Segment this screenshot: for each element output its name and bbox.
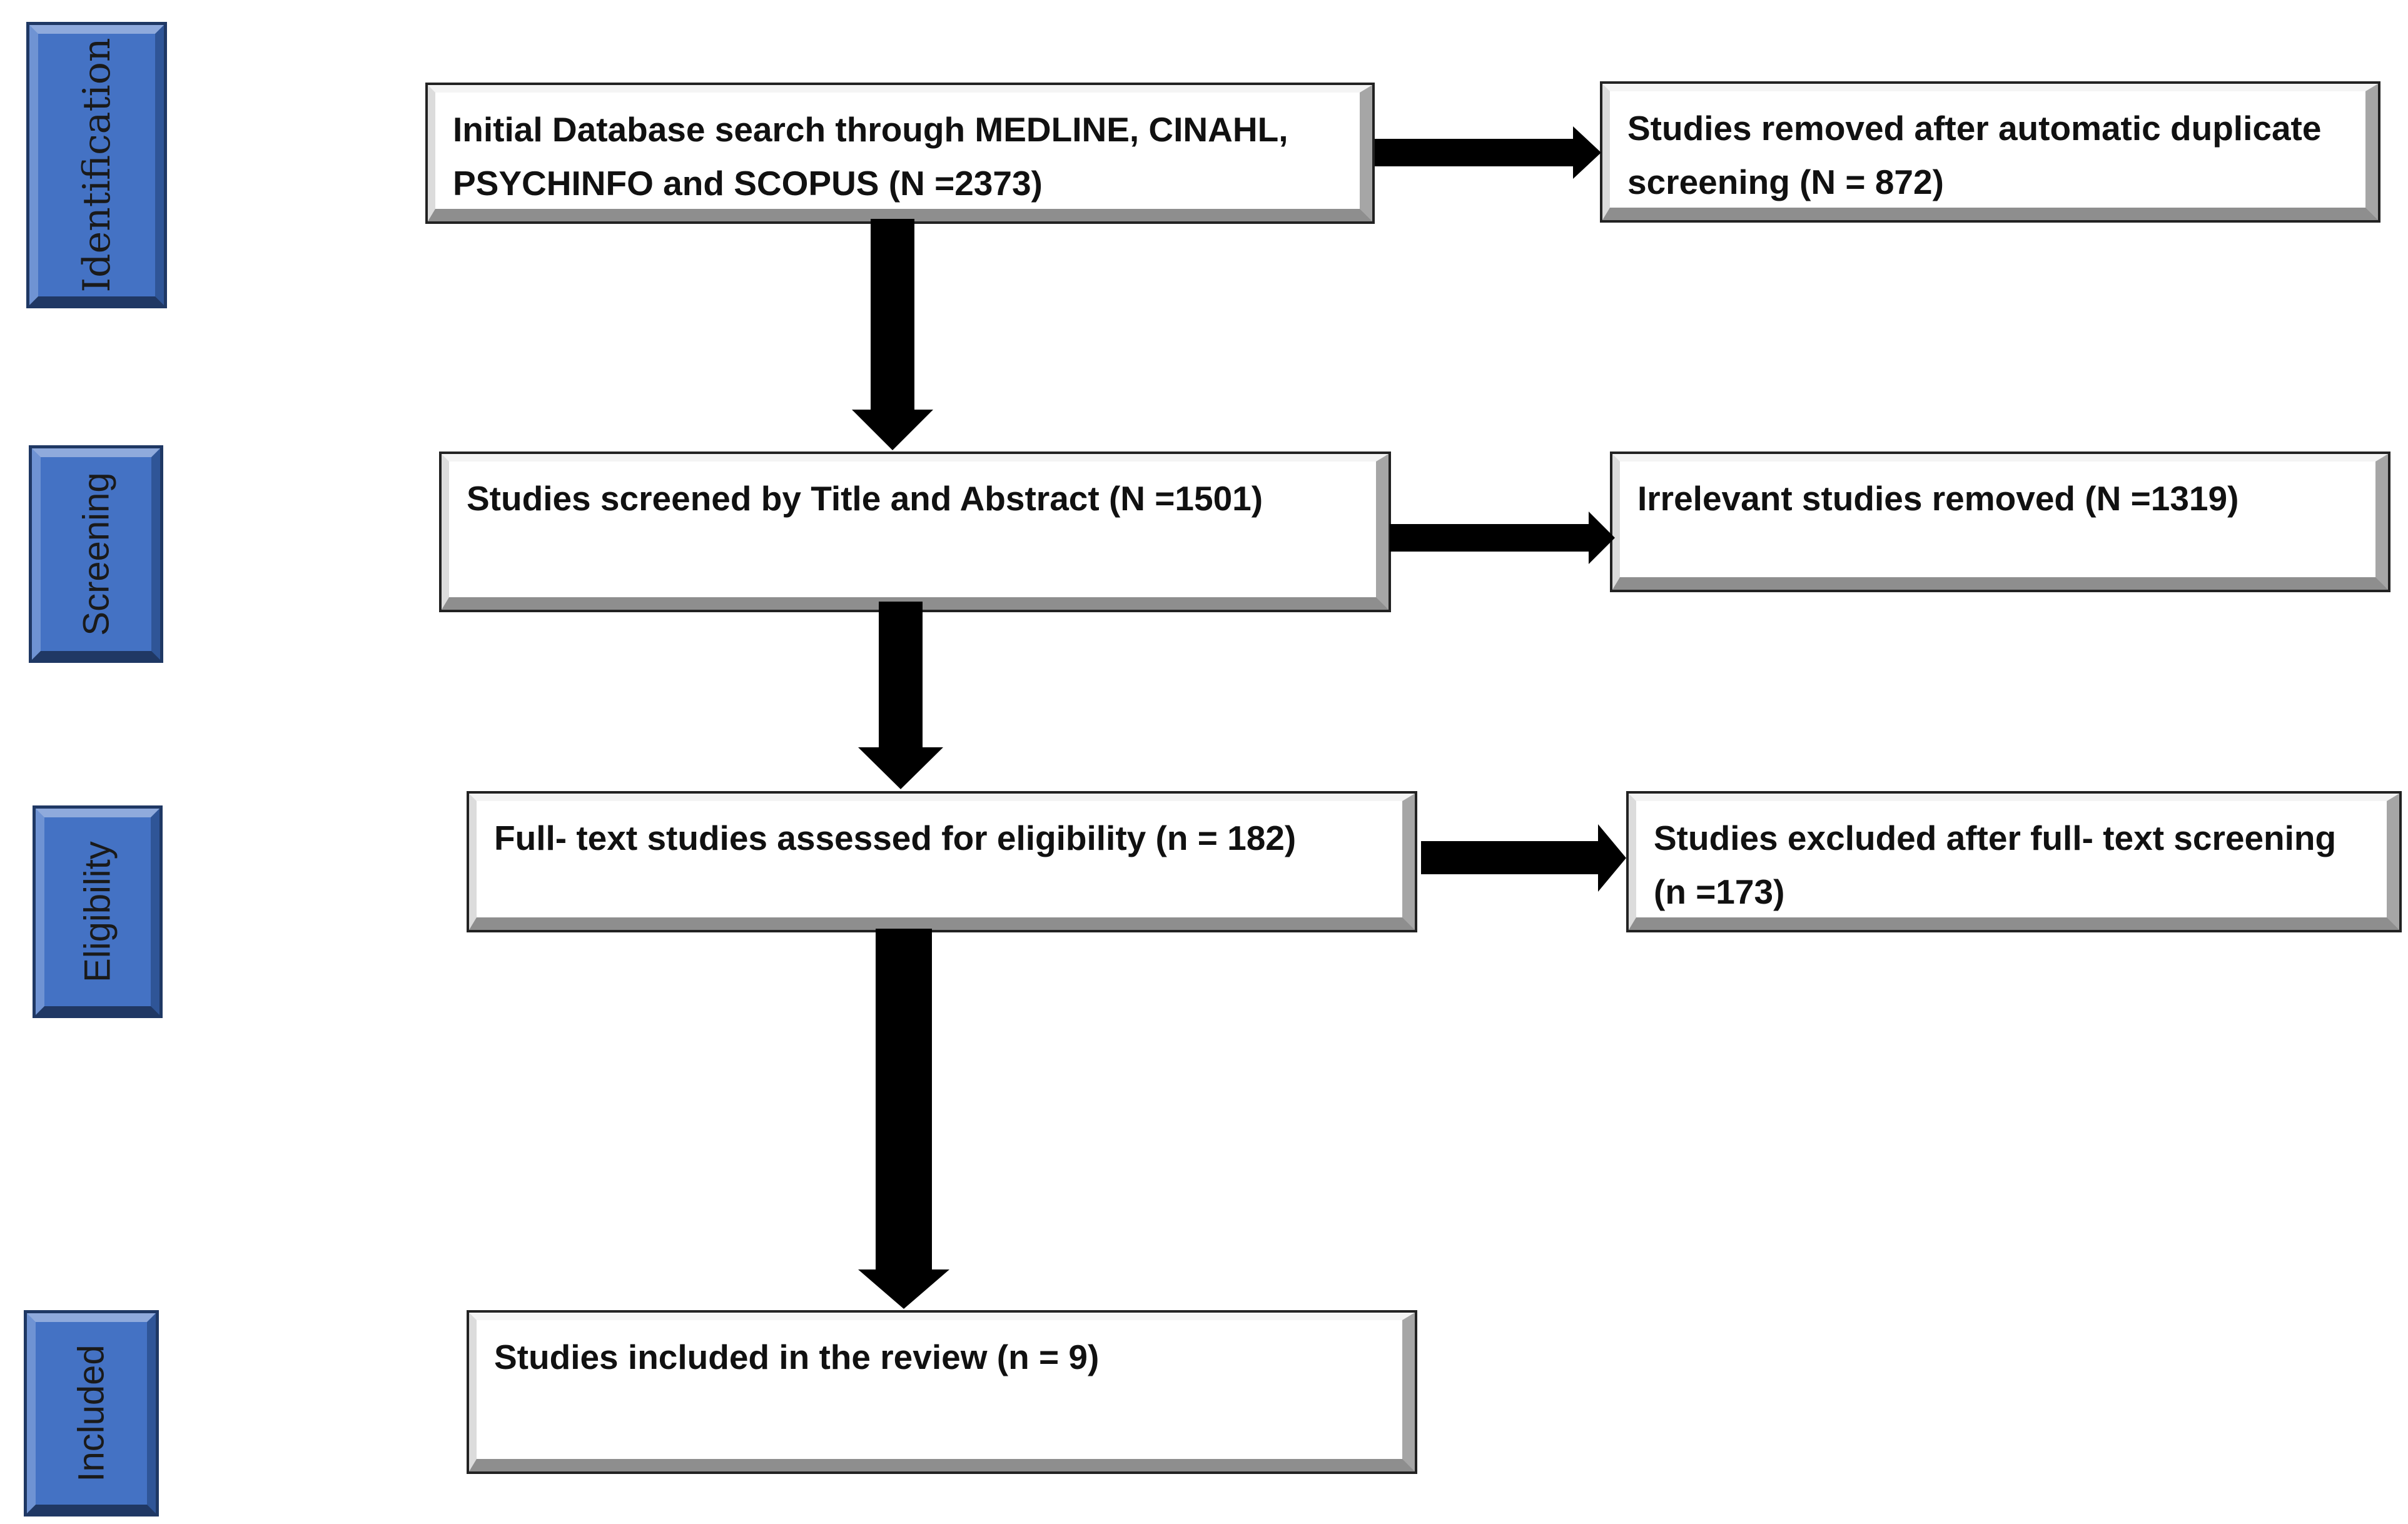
- arrow-right-3: [1421, 824, 1626, 892]
- box-included-in-review: Studies included in the review (n = 9): [467, 1310, 1417, 1474]
- box-duplicates-removed-text: Studies removed after automatic duplicat…: [1627, 109, 2322, 201]
- box-title-abstract-screened-text: Studies screened by Title and Abstract (…: [467, 479, 1263, 518]
- box-irrelevant-removed-text: Irrelevant studies removed (N =1319): [1637, 479, 2239, 518]
- stage-identification: Identification: [26, 22, 167, 308]
- arrow-down-2: [858, 602, 943, 789]
- box-included-in-review-text: Studies included in the review (n = 9): [494, 1338, 1100, 1376]
- arrow-right-2: [1390, 512, 1615, 564]
- box-fulltext-excluded-text: Studies excluded after full- text screen…: [1654, 819, 2337, 911]
- box-fulltext-assessed-text: Full- text studies assessed for eligibil…: [494, 819, 1297, 857]
- box-title-abstract-screened: Studies screened by Title and Abstract (…: [439, 452, 1391, 612]
- box-initial-search-text: Initial Database search through MEDLINE,…: [453, 110, 1288, 203]
- stage-included: Included: [24, 1310, 159, 1516]
- box-irrelevant-removed: Irrelevant studies removed (N =1319): [1610, 452, 2390, 592]
- box-fulltext-excluded: Studies excluded after full- text screen…: [1626, 791, 2402, 932]
- stage-eligibility: Eligibility: [33, 805, 163, 1018]
- arrow-down-1: [852, 219, 933, 450]
- box-initial-search: Initial Database search through MEDLINE,…: [425, 83, 1375, 224]
- arrow-down-3: [858, 929, 949, 1309]
- stage-screening: Screening: [29, 445, 163, 663]
- box-duplicates-removed: Studies removed after automatic duplicat…: [1600, 81, 2380, 223]
- box-fulltext-assessed: Full- text studies assessed for eligibil…: [467, 791, 1417, 932]
- arrow-right-1: [1375, 126, 1601, 179]
